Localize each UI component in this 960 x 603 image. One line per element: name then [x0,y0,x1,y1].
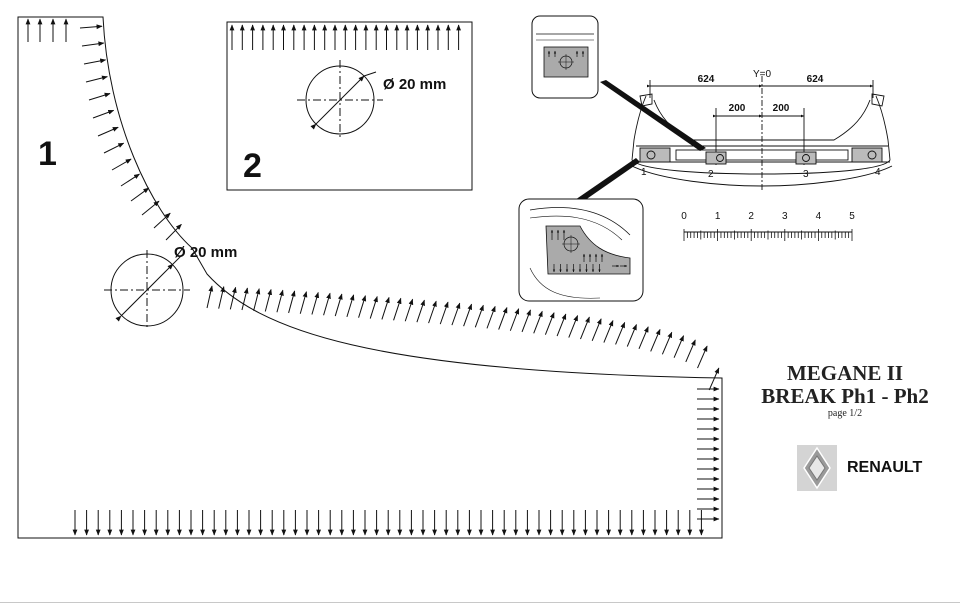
template-1-edge-arrows [25,18,720,536]
title-block: MEGANE II BREAK Ph1 - Ph2 page 1/2 [740,362,950,420]
edge-arrow [544,312,555,335]
edge-arrow [165,223,182,241]
bumper-dim-inner-right: 200 [773,103,790,114]
bumper-position-1: 1 [641,167,647,178]
edge-arrow [334,293,343,317]
edge-arrow [369,295,378,319]
edge-arrow [416,299,425,323]
bumper-position-3: 3 [803,169,809,180]
title-page: page 1/2 [827,408,863,419]
bumper-dim-center: Y=0 [753,69,772,80]
ruler-label: 0 [681,211,687,222]
brand-block: RENAULT [797,445,922,491]
edge-arrow [92,109,115,119]
edge-arrow [661,331,673,355]
edge-arrow [685,339,696,363]
edge-arrow [264,288,272,312]
edge-arrow [650,328,661,352]
bumper-dim-inner-left: 200 [729,103,746,114]
edge-arrow [509,308,520,331]
edge-arrow [241,287,249,311]
edge-arrow [311,291,320,315]
edge-arrow [88,92,111,101]
edge-arrow [638,326,649,350]
edge-arrow [83,58,107,65]
ruler-label: 4 [816,211,822,222]
edge-arrow [474,304,484,328]
edge-arrow [533,310,543,334]
ruler-label: 3 [782,211,788,222]
template-1-number: 1 [38,135,57,173]
edge-arrow [451,302,461,326]
edge-arrow [591,318,602,341]
edge-arrow [381,296,390,320]
bumper-diagram [631,76,893,192]
edge-arrow [206,285,214,309]
edge-arrow [323,292,331,316]
scale-ruler: 0 1 2 3 4 5 [681,211,855,241]
edge-arrow [120,173,140,187]
edge-arrow [439,301,449,325]
renault-logo-icon [797,445,837,491]
edge-arrow [288,290,296,314]
template-2-outline [226,21,473,191]
bumper-position-4: 4 [875,167,881,178]
edge-arrow [229,286,237,310]
edge-arrow [79,24,103,30]
template-2-hole-label: Ø 20 mm [383,76,446,93]
title-variant: BREAK Ph1 - Ph2 [761,384,929,408]
template-2-number: 2 [243,147,262,185]
edge-arrow [218,286,225,309]
detail-inset-bottom [518,158,644,302]
template-1-hole-label: Ø 20 mm [174,244,237,261]
template-2: 2 Ø 20 mm [226,21,473,191]
ruler-label: 1 [715,211,721,222]
edge-arrow [615,321,626,345]
edge-arrow [358,295,367,318]
edge-arrow [556,313,567,337]
template-1: 1 Ø 20 mm [17,16,723,539]
edge-arrow [708,367,720,391]
edge-arrow [299,291,308,314]
edge-arrow [393,297,402,321]
edge-arrow [673,335,685,358]
edge-arrow [85,75,108,83]
edge-arrow [626,324,637,347]
edge-arrow [603,320,614,343]
brand-name: RENAULT [847,459,923,476]
edge-arrow [498,306,508,330]
edge-arrow [580,316,590,340]
edge-arrow [130,187,150,202]
edge-arrow [521,309,531,333]
edge-arrow [276,289,284,313]
edge-arrow [81,41,105,47]
edge-arrow [141,200,160,216]
ruler-label: 5 [849,211,855,222]
edge-arrow [97,126,119,137]
edge-arrow [697,345,708,369]
edge-arrow [111,158,132,171]
ruler-label: 2 [748,211,754,222]
bumper-dim-left: 624 [698,74,715,85]
bumper-dim-right: 624 [807,74,824,85]
template-1-outline [17,16,723,539]
template-2-edge-arrows [229,24,462,50]
title-model: MEGANE II [786,361,904,385]
edge-arrow [253,288,261,311]
edge-arrow [346,294,355,318]
edge-arrow [568,314,579,338]
template-1-hole [104,250,190,330]
edge-arrow [404,298,414,322]
edge-arrow [153,212,171,229]
edge-arrow [486,305,496,329]
template-2-hole [297,60,383,140]
detail-inset-top [531,15,706,151]
edge-arrow [428,300,437,324]
bumper-position-2: 2 [708,169,714,180]
edge-arrow [463,303,473,327]
edge-arrow [103,142,125,154]
